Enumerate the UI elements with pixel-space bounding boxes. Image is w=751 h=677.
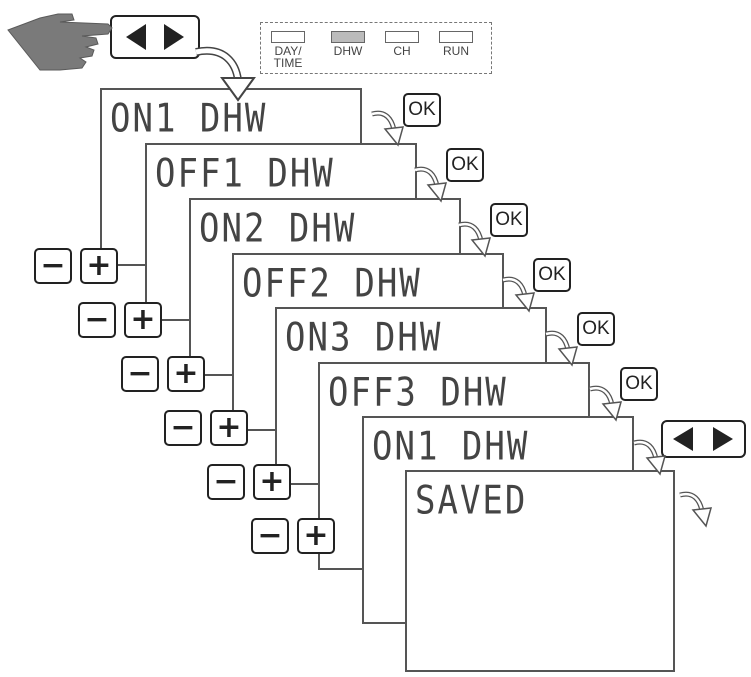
minus-button-1[interactable]: − [34,248,72,284]
mode-dhw: DHW [331,31,365,57]
curved-arrow-icon [414,166,448,203]
arrow-keys-top-icons [126,24,184,50]
screen-on1-dhw-text: ON1 DHW [110,96,268,142]
screen-saved: SAVED [405,470,675,672]
left-triangle-icon [126,24,146,50]
screen-off2-dhw-text: OFF2 DHW [242,261,422,307]
right-triangle-icon [164,24,184,50]
screen-off3-dhw-text: OFF3 DHW [328,370,508,416]
plus-button-3[interactable]: + [167,356,205,392]
mode-day-time-label: DAY/ [274,44,302,58]
plus-button-4[interactable]: + [210,410,248,446]
mode-run: RUN [439,31,473,57]
plus-button-6[interactable]: + [297,518,335,554]
arrow-keys-top[interactable] [110,15,200,59]
minus-button-3[interactable]: − [121,356,159,392]
left-triangle-icon [673,427,693,451]
screen-off1-dhw-text: OFF1 DHW [155,151,335,197]
mode-run-lamp [439,31,473,43]
plus-button-2[interactable]: + [124,302,162,338]
mode-ch-label: CH [393,44,411,58]
arrow-keys-right-icons [673,427,733,451]
curved-arrow-icon [545,330,579,367]
screen-saved-text: SAVED [415,478,528,524]
plus-button-5[interactable]: + [253,464,291,500]
curved-arrow-icon [458,221,492,258]
mode-indicator-panel: DAY/ TIME DHW CH RUN [260,22,492,74]
minus-button-6[interactable]: − [251,518,289,554]
ok-button-6[interactable]: OK [620,367,658,401]
hand-pointer-icon [7,13,113,71]
minus-button-4[interactable]: − [164,410,202,446]
mode-dhw-label: DHW [333,44,363,58]
ok-button-1[interactable]: OK [403,93,441,127]
mode-day-time-lamp [271,31,305,43]
minus-button-5[interactable]: − [207,464,245,500]
mode-run-label: RUN [443,44,469,58]
right-triangle-icon [713,427,733,451]
mode-ch-lamp [385,31,419,43]
ok-button-3[interactable]: OK [490,203,528,237]
curved-arrow-icon [679,491,713,528]
ok-button-4[interactable]: OK [533,258,571,292]
curved-arrow-icon [371,110,405,147]
minus-button-2[interactable]: − [78,302,116,338]
mode-day-time: DAY/ TIME [271,31,305,69]
mode-day-time-label-2: TIME [273,56,303,70]
ok-button-5[interactable]: OK [577,312,615,346]
mode-dhw-lamp [331,31,365,43]
screen-on3-dhw-text: ON3 DHW [285,315,443,361]
plus-button-1[interactable]: + [80,248,118,284]
mode-ch: CH [385,31,419,57]
ok-button-2[interactable]: OK [446,148,484,182]
screen-on2-dhw-text: ON2 DHW [199,206,357,252]
screen-on1-dhw-repeat-text: ON1 DHW [372,424,530,470]
arrow-keys-right[interactable] [661,420,746,458]
